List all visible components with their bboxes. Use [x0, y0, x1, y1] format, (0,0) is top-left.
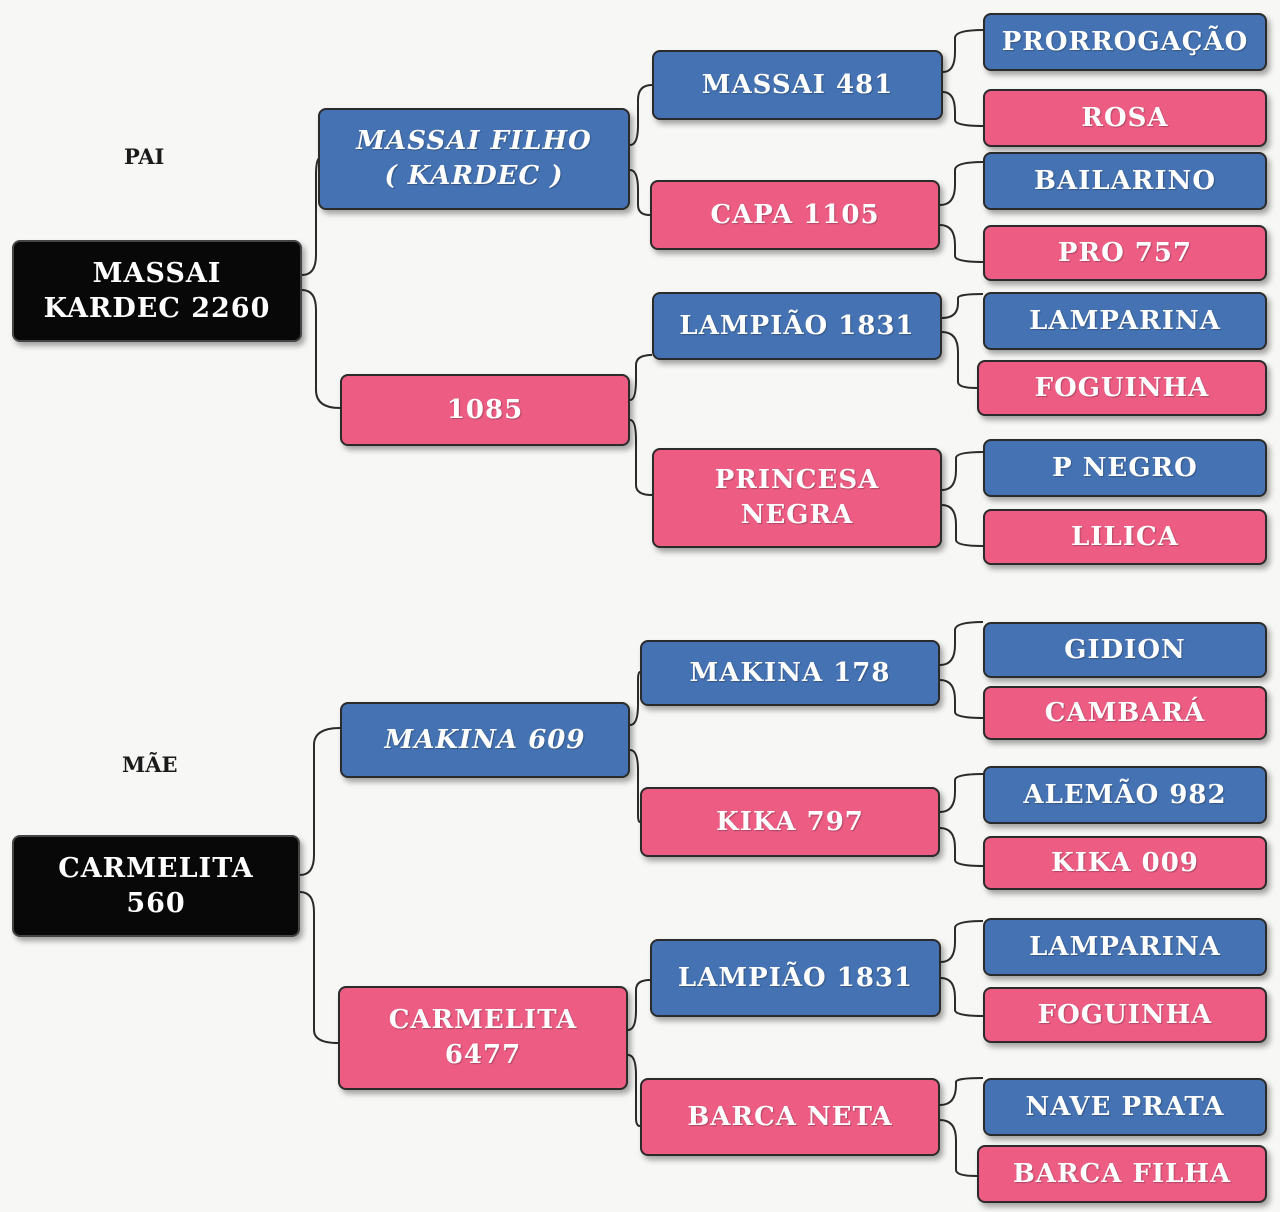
- node-princesa-negra-line1: PRINCESA: [714, 465, 880, 495]
- node-gidion: GIDION: [983, 622, 1267, 678]
- node-capa-1105-label: CAPA 1105: [710, 199, 880, 230]
- node-alemao-982: ALEMÃO 982: [983, 766, 1267, 824]
- node-foguinha-sire-label: FOGUINHA: [1034, 372, 1210, 403]
- node-dam-root-line2: 560: [126, 888, 186, 919]
- node-rosa: ROSA: [983, 89, 1267, 147]
- node-lampiao-1831-sire: LAMPIÃO 1831: [652, 292, 942, 360]
- node-lamparina-sire-label: LAMPARINA: [1029, 305, 1221, 336]
- node-princesa-negra-line2: NEGRA: [740, 500, 854, 530]
- node-massai-481-label: MASSAI 481: [701, 69, 894, 100]
- node-p-negro: P NEGRO: [983, 439, 1267, 497]
- node-lampiao-1831-dam-label: LAMPIÃO 1831: [677, 962, 914, 993]
- bracket-lampiao-dam: [940, 920, 984, 1017]
- node-makina-178: MAKINA 178: [640, 640, 940, 706]
- node-carmelita-6477-line2: 6477: [444, 1040, 522, 1070]
- node-makina-609: MAKINA 609: [340, 702, 630, 778]
- node-dam-root-line1: CARMELITA: [58, 853, 254, 884]
- node-lamparina-dam: LAMPARINA: [983, 918, 1267, 976]
- node-lampiao-1831-sire-label: LAMPIÃO 1831: [679, 310, 915, 341]
- node-gidion-label: GIDION: [1064, 634, 1186, 665]
- node-1085: 1085: [340, 374, 630, 446]
- node-dam-root: CARMELITA 560: [12, 835, 300, 937]
- node-kika-797: KIKA 797: [640, 787, 940, 857]
- bracket-makina-178: [939, 621, 984, 719]
- node-rosa-label: ROSA: [1081, 102, 1169, 133]
- node-prorrogacao: PRORROGAÇÃO: [983, 13, 1267, 71]
- node-lilica-label: LILICA: [1071, 521, 1179, 552]
- bracket-sire-root: [301, 157, 341, 409]
- node-sire-root-line1: MASSAI: [92, 258, 222, 289]
- node-massai-filho: MASSAI FILHO ( KARDEC ): [318, 108, 630, 210]
- bracket-princesa-negra: [941, 451, 984, 547]
- node-barca-filha: BARCA FILHA: [977, 1145, 1267, 1203]
- sire-label: PAI: [124, 144, 165, 169]
- bracket-makina-609: [629, 671, 641, 823]
- node-alemao-982-label: ALEMÃO 982: [1023, 779, 1227, 810]
- node-sire-root: MASSAI KARDEC 2260: [12, 240, 302, 342]
- node-foguinha-sire: FOGUINHA: [977, 360, 1267, 416]
- node-sire-root-line2: KARDEC 2260: [43, 293, 271, 324]
- node-cambara-label: CAMBARÁ: [1044, 697, 1206, 728]
- bracket-capa-1105: [939, 161, 984, 263]
- node-bailarino: BAILARINO: [983, 152, 1267, 210]
- node-pro-757-label: PRO 757: [1057, 237, 1193, 268]
- node-lamparina-sire: LAMPARINA: [983, 292, 1267, 350]
- node-princesa-negra: PRINCESA NEGRA: [652, 448, 942, 548]
- bracket-massai-481: [942, 29, 984, 127]
- bracket-carmelita-6477: [627, 979, 651, 1127]
- node-kika-797-label: KIKA 797: [716, 806, 864, 837]
- node-makina-609-label: MAKINA 609: [384, 724, 586, 755]
- node-barca-neta: BARCA NETA: [640, 1078, 940, 1156]
- node-lampiao-1831-dam: LAMPIÃO 1831: [650, 939, 941, 1017]
- node-p-negro-label: P NEGRO: [1052, 452, 1198, 483]
- node-1085-label: 1085: [446, 394, 524, 425]
- node-barca-filha-label: BARCA FILHA: [1012, 1158, 1232, 1189]
- bracket-massai-filho: [629, 84, 653, 216]
- node-kika-009: KIKA 009: [983, 836, 1267, 890]
- node-foguinha-dam-label: FOGUINHA: [1037, 999, 1213, 1030]
- node-pro-757: PRO 757: [983, 225, 1267, 281]
- node-carmelita-6477: CARMELITA 6477: [338, 986, 628, 1090]
- bracket-1085: [629, 354, 653, 496]
- node-massai-481: MASSAI 481: [652, 50, 943, 120]
- dam-label: MÃE: [122, 752, 178, 777]
- node-foguinha-dam: FOGUINHA: [983, 987, 1267, 1043]
- node-barca-neta-label: BARCA NETA: [687, 1101, 893, 1132]
- node-prorrogacao-label: PRORROGAÇÃO: [1001, 26, 1249, 57]
- node-capa-1105: CAPA 1105: [650, 180, 940, 250]
- node-lamparina-dam-label: LAMPARINA: [1029, 931, 1221, 962]
- bracket-dam-root: [299, 727, 341, 1044]
- node-nave-prata-label: NAVE PRATA: [1025, 1091, 1225, 1122]
- node-lilica: LILICA: [983, 509, 1267, 565]
- node-massai-filho-line1: MASSAI FILHO: [356, 126, 592, 156]
- bracket-barca-neta: [939, 1077, 984, 1177]
- node-massai-filho-line2: ( KARDEC ): [384, 161, 564, 191]
- bracket-lampiao-sire: [941, 293, 984, 389]
- node-bailarino-label: BAILARINO: [1034, 165, 1216, 196]
- bracket-kika-797: [939, 773, 984, 867]
- node-kika-009-label: KIKA 009: [1051, 847, 1199, 878]
- node-makina-178-label: MAKINA 178: [689, 657, 891, 688]
- node-cambara: CAMBARÁ: [983, 686, 1267, 740]
- node-nave-prata: NAVE PRATA: [983, 1078, 1267, 1136]
- node-carmelita-6477-line1: CARMELITA: [388, 1005, 578, 1035]
